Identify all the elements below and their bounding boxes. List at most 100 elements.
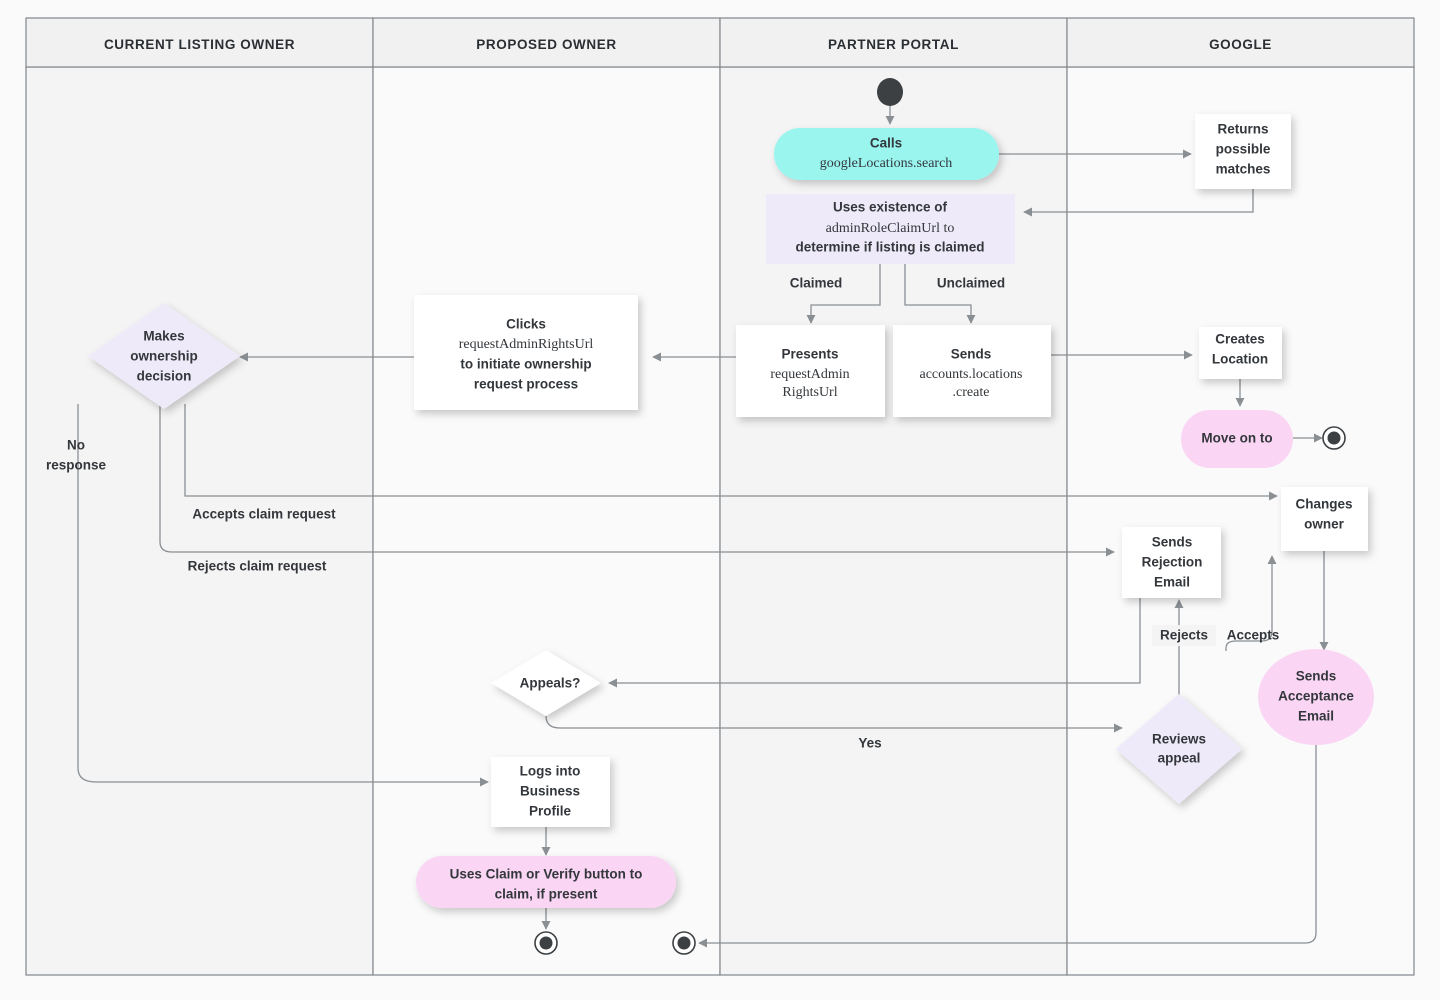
creates-location-line1: Creates [1215, 332, 1265, 347]
node-sends-accounts-locations-create[interactable]: Sends accounts.locations .create [893, 325, 1051, 417]
edge-acceptance-email-to-end [698, 742, 1317, 948]
lane-body-current-listing-owner [25, 66, 374, 976]
node-appeals[interactable]: Appeals? [491, 650, 601, 716]
edge-label-unclaimed: Unclaimed [937, 276, 1005, 291]
calls-search-shape [774, 128, 999, 180]
node-sends-rejection-email[interactable]: Sends Rejection Email [1122, 527, 1221, 598]
node-uses-existence-of-adminroleclaimurl[interactable]: Uses existence of adminRoleClaimUrl to d… [766, 194, 1015, 264]
move-on-to-label: Move on to [1201, 431, 1272, 446]
node-reviews-appeal[interactable]: Reviews appeal [1116, 694, 1242, 804]
lane-header-current-listing-owner [25, 17, 374, 68]
node-end-terminus-google [1322, 426, 1346, 450]
returns-matches-line1: Returns [1217, 122, 1268, 137]
swimlane-grid: CURRENT LISTING OWNER PROPOSED OWNER PAR… [25, 17, 1415, 976]
node-start-terminus [877, 78, 903, 106]
presents-url-line2: requestAdmin [770, 367, 849, 382]
edge-label-rejects-claim-request: Rejects claim request [188, 559, 327, 574]
presents-url-line1: Presents [781, 347, 838, 362]
calls-search-line2: googleLocations.search [820, 156, 953, 171]
edge-label-rejects: Rejects [1160, 628, 1208, 643]
appeals-label: Appeals? [520, 676, 581, 691]
makes-decision-line2: ownership [130, 349, 198, 364]
node-move-on-to[interactable]: Move on to [1181, 410, 1293, 468]
returns-matches-line3: matches [1216, 162, 1271, 177]
uses-claim-verify-line1: Uses Claim or Verify button to [450, 867, 643, 882]
sends-rejection-email-shape [1122, 527, 1221, 598]
sends-acceptance-email-line2: Acceptance [1278, 689, 1354, 704]
presents-url-shape [736, 325, 885, 417]
move-on-to-shape [1181, 410, 1293, 468]
end-terminus-proposed-inner [539, 936, 553, 950]
node-end-terminus-proposed-owner [534, 931, 558, 955]
lane-title-partner-portal: PARTNER PORTAL [828, 37, 959, 52]
lane-title-current-listing-owner: CURRENT LISTING OWNER [104, 37, 295, 52]
node-creates-location[interactable]: Creates Location [1199, 327, 1282, 379]
clicks-url-shape [414, 295, 638, 410]
label-bg-rejects [1152, 625, 1216, 646]
edge-uses-existence-claimed [806, 263, 881, 324]
logs-into-bp-line3: Profile [529, 804, 572, 819]
edge-rejection-email-to-appeals [608, 598, 1141, 688]
sends-rejection-email-line1: Sends [1152, 535, 1193, 550]
changes-owner-line1: Changes [1295, 497, 1352, 512]
lane-header-partner-portal [719, 17, 1068, 68]
logs-into-bp-line2: Business [520, 784, 580, 799]
logs-into-bp-line1: Logs into [520, 764, 581, 779]
sends-create-line1: Sends [951, 347, 992, 362]
changes-owner-line2: owner [1304, 517, 1345, 532]
start-terminus-icon [877, 78, 903, 106]
edges [77, 103, 1329, 948]
edge-rejects-claim-request [159, 404, 1115, 557]
changes-owner-shape [1281, 487, 1368, 551]
node-presents-requestadminrightsurl[interactable]: Presents requestAdmin RightsUrl [736, 325, 885, 417]
reviews-appeal-shape [1116, 694, 1242, 804]
uses-existence-line1: Uses existence of [833, 200, 948, 215]
lane-title-proposed-owner: PROPOSED OWNER [476, 37, 616, 52]
sends-acceptance-email-line1: Sends [1296, 669, 1337, 684]
sends-create-line3: .create [953, 385, 990, 400]
node-uses-claim-or-verify-button[interactable]: Uses Claim or Verify button to claim, if… [416, 856, 676, 908]
creates-location-shape [1199, 327, 1282, 379]
node-changes-owner[interactable]: Changes owner [1281, 487, 1368, 551]
uses-claim-verify-line2: claim, if present [495, 887, 598, 902]
reviews-appeal-line1: Reviews [1152, 732, 1206, 747]
edge-accepts-claim-request [184, 404, 1278, 501]
label-bg-yes [852, 733, 888, 754]
edge-returns-to-uses-existence [1023, 187, 1254, 217]
uses-claim-verify-shape [416, 856, 676, 908]
returns-matches-line2: possible [1216, 142, 1271, 157]
edge-label-no-response-line1: No [67, 438, 85, 453]
makes-decision-line1: Makes [143, 329, 184, 344]
node-calls-googlelocations-search[interactable]: Calls googleLocations.search [774, 128, 999, 180]
node-makes-ownership-decision[interactable]: Makes ownership decision [88, 303, 240, 409]
uses-existence-line3: determine if listing is claimed [795, 240, 984, 255]
lane-header-google [1066, 17, 1415, 68]
end-terminus-google-inner [1327, 431, 1341, 445]
node-logs-into-business-profile[interactable]: Logs into Business Profile [491, 757, 610, 827]
sends-acceptance-email-line3: Email [1298, 709, 1334, 724]
edge-label-accepts-claim-request: Accepts claim request [192, 507, 336, 522]
uses-existence-shape [766, 194, 1015, 264]
edge-no-response [77, 404, 489, 787]
sends-acceptance-email-shape [1258, 649, 1374, 745]
edge-label-accepts: Accepts [1227, 628, 1280, 643]
edge-label-yes: Yes [858, 736, 881, 751]
edge-appeals-yes-to-reviews [545, 715, 1123, 733]
returns-matches-shape [1195, 114, 1291, 189]
node-clicks-requestadminrightsurl[interactable]: Clicks requestAdminRightsUrl to initiate… [414, 295, 638, 410]
lane-title-google: GOOGLE [1209, 37, 1272, 52]
edge-labels: Claimed Unclaimed No response Accepts cl… [46, 273, 1279, 754]
logs-into-bp-shape [491, 757, 610, 827]
sends-rejection-email-line2: Rejection [1142, 555, 1203, 570]
node-end-terminus-partner-portal [672, 931, 696, 955]
reviews-appeal-line2: appeal [1158, 751, 1201, 766]
node-sends-acceptance-email[interactable]: Sends Acceptance Email [1258, 649, 1374, 745]
lane-header-proposed-owner [372, 17, 721, 68]
makes-decision-line3: decision [137, 369, 192, 384]
edge-label-no-response-line2: response [46, 458, 107, 473]
sends-create-shape [893, 325, 1051, 417]
clicks-url-line1: Clicks [506, 317, 546, 332]
node-returns-possible-matches[interactable]: Returns possible matches [1195, 114, 1291, 189]
